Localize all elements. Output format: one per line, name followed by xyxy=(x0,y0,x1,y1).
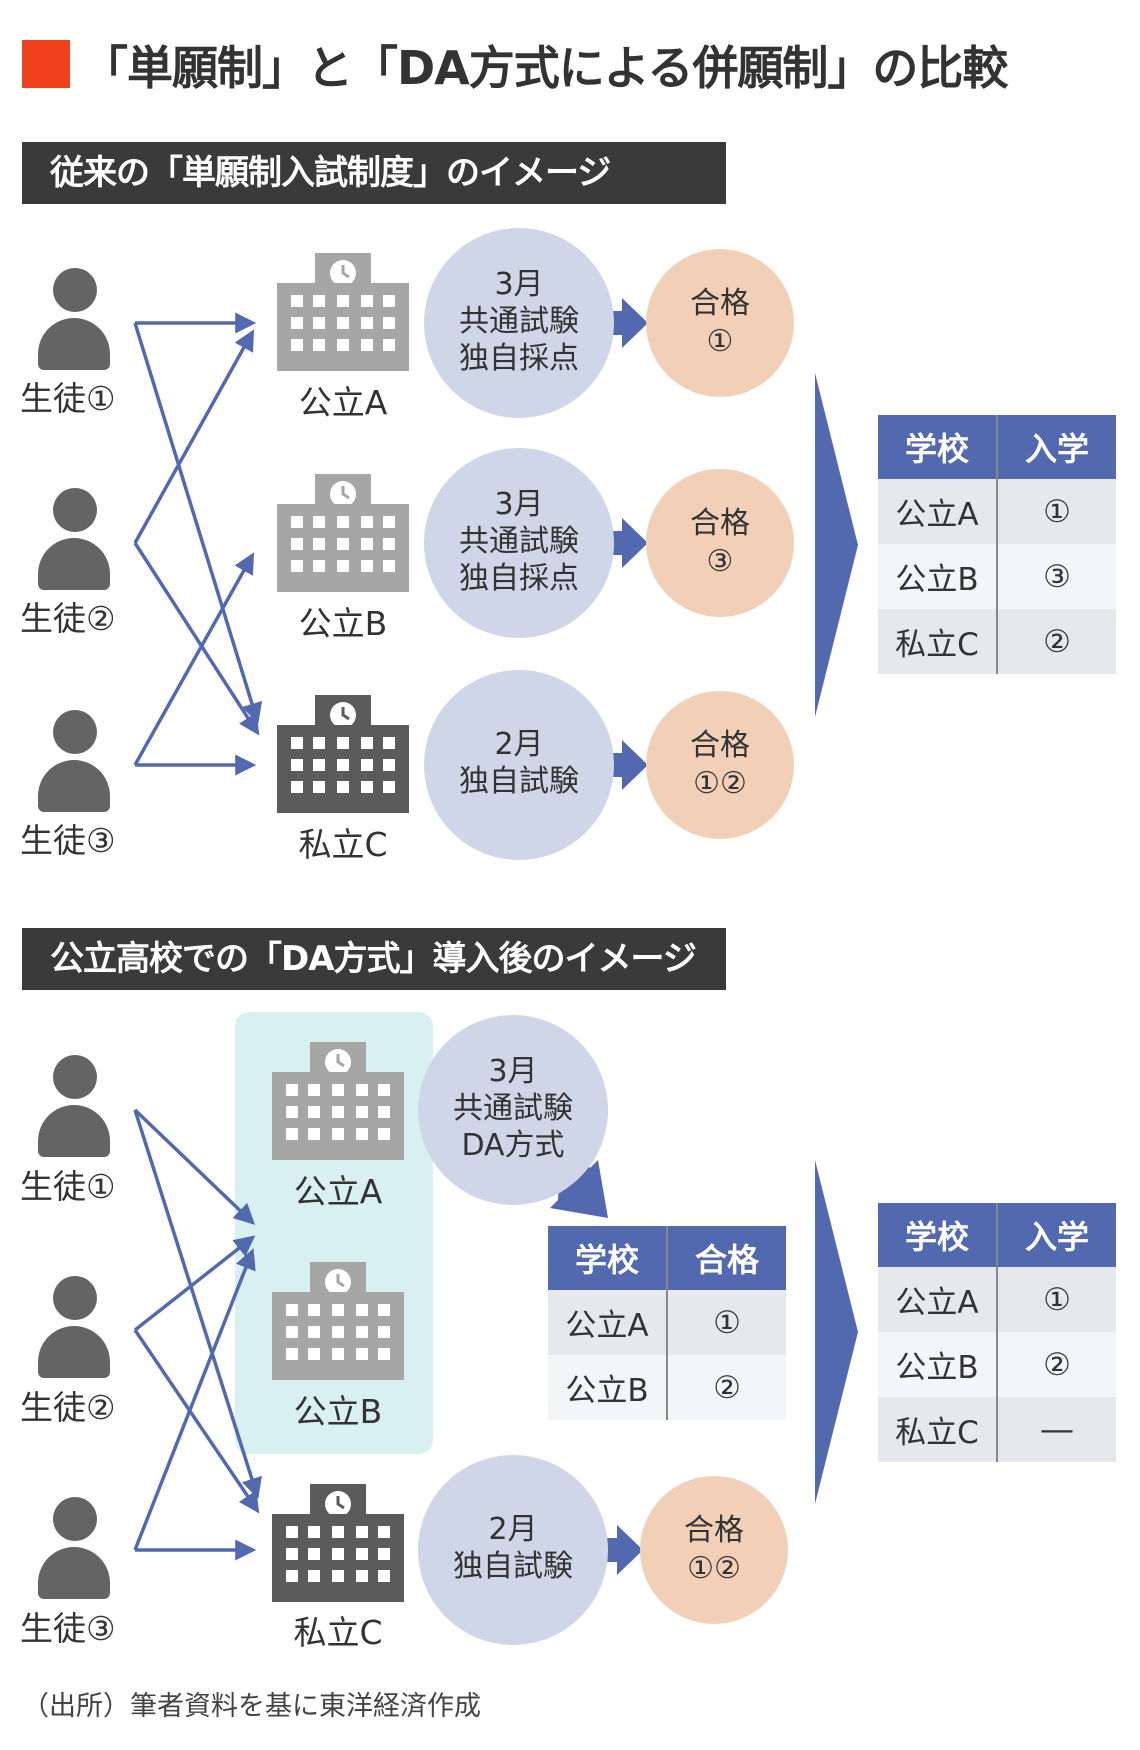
table-header: 合格 xyxy=(666,1226,786,1290)
s2-student3-to-public xyxy=(133,1248,256,1551)
s1-arrow-exam1-to-pass1 xyxy=(600,298,648,348)
section2-header-label: 公立高校での「DA方式」導入後のイメージ xyxy=(50,939,697,979)
s2-student-label-2: 生徒② xyxy=(20,1388,116,1427)
s1-school-label-privateC: 私立C xyxy=(298,825,388,864)
s2-student1-to-privateC xyxy=(133,1109,262,1500)
school-building-icon xyxy=(272,1262,404,1380)
s1-pass-circle-3: 合格 ①② xyxy=(646,691,794,839)
s1-student2-to-publicA xyxy=(133,329,255,544)
s1-school-label-publicB: 公立B xyxy=(298,604,388,643)
s1-student2-to-privateC xyxy=(133,542,260,736)
s2-student-label-1: 生徒① xyxy=(20,1167,116,1206)
s1-arrow-exam3-to-pass3 xyxy=(600,740,648,790)
table-header: 入学 xyxy=(996,1203,1116,1267)
s1-exam-circle-1: 3月 共通試験 独自採点 xyxy=(424,228,614,418)
s1-student3-to-publicB xyxy=(133,552,255,766)
table-header: 学校 xyxy=(878,415,997,479)
s2-student2-to-public xyxy=(133,1235,256,1332)
s2-arrow-exam-private-to-pass xyxy=(595,1525,643,1575)
table-row: 私立C― xyxy=(878,1397,1116,1462)
school-building-icon xyxy=(277,695,409,813)
s1-student-label-2: 生徒② xyxy=(20,599,116,638)
school-building-icon xyxy=(277,253,409,371)
person-icon xyxy=(38,268,110,370)
school-building-icon xyxy=(272,1484,404,1602)
table-header: 学校 xyxy=(548,1226,667,1290)
table-header-row: 学校 合格 xyxy=(548,1226,786,1290)
s2-pass-circle-private: 合格 ①② xyxy=(640,1476,788,1624)
s2-exam-circle-private: 2月 独自試験 xyxy=(418,1455,608,1645)
s2-student2-to-privateC xyxy=(133,1329,260,1514)
section2-header-bar xyxy=(22,928,726,990)
section1-header-bar xyxy=(22,142,726,204)
s1-big-chevron xyxy=(815,373,858,717)
source-note: （出所）筆者資料を基に東洋経済作成 xyxy=(22,1691,481,1722)
person-icon xyxy=(38,1276,110,1378)
title-accent-square xyxy=(22,40,70,88)
table-header-row: 学校 入学 xyxy=(878,415,1116,479)
school-building-icon xyxy=(277,474,409,592)
s2-big-chevron xyxy=(815,1160,858,1504)
s1-exam-circle-3: 2月 独自試験 xyxy=(424,670,614,860)
table-header: 学校 xyxy=(878,1203,997,1267)
s2-school-label-publicB: 公立B xyxy=(293,1392,383,1431)
s1-school-label-publicA: 公立A xyxy=(298,383,388,422)
person-icon xyxy=(38,488,110,590)
s1-student1-to-privateC xyxy=(133,322,263,725)
page-title: 「単願制」と「DA方式による併願制」の比較 xyxy=(82,41,1008,95)
s2-school-label-privateC: 私立C xyxy=(293,1613,383,1652)
s1-student-label-1: 生徒① xyxy=(20,379,116,418)
table-header-row: 学校 入学 xyxy=(878,1203,1116,1267)
school-building-icon xyxy=(272,1042,404,1160)
s1-exam-circle-2: 3月 共通試験 独自採点 xyxy=(424,448,614,638)
person-icon xyxy=(38,1055,110,1157)
s2-school-label-publicA: 公立A xyxy=(293,1172,383,1211)
s2-exam-circle-da: 3月 共通試験 DA方式 xyxy=(418,1015,608,1205)
s2-student1-to-public xyxy=(133,1108,256,1225)
s2-student-label-3: 生徒③ xyxy=(20,1609,116,1648)
s1-arrow-exam2-to-pass2 xyxy=(600,518,648,568)
person-icon xyxy=(38,1497,110,1599)
s1-pass-circle-2: 合格 ③ xyxy=(646,469,794,617)
s1-pass-circle-1: 合格 ① xyxy=(646,249,794,397)
section1-header-label: 従来の「単願制入試制度」のイメージ xyxy=(50,153,611,193)
person-icon xyxy=(38,710,110,812)
s1-student-label-3: 生徒③ xyxy=(20,821,116,860)
table-header: 入学 xyxy=(996,415,1116,479)
